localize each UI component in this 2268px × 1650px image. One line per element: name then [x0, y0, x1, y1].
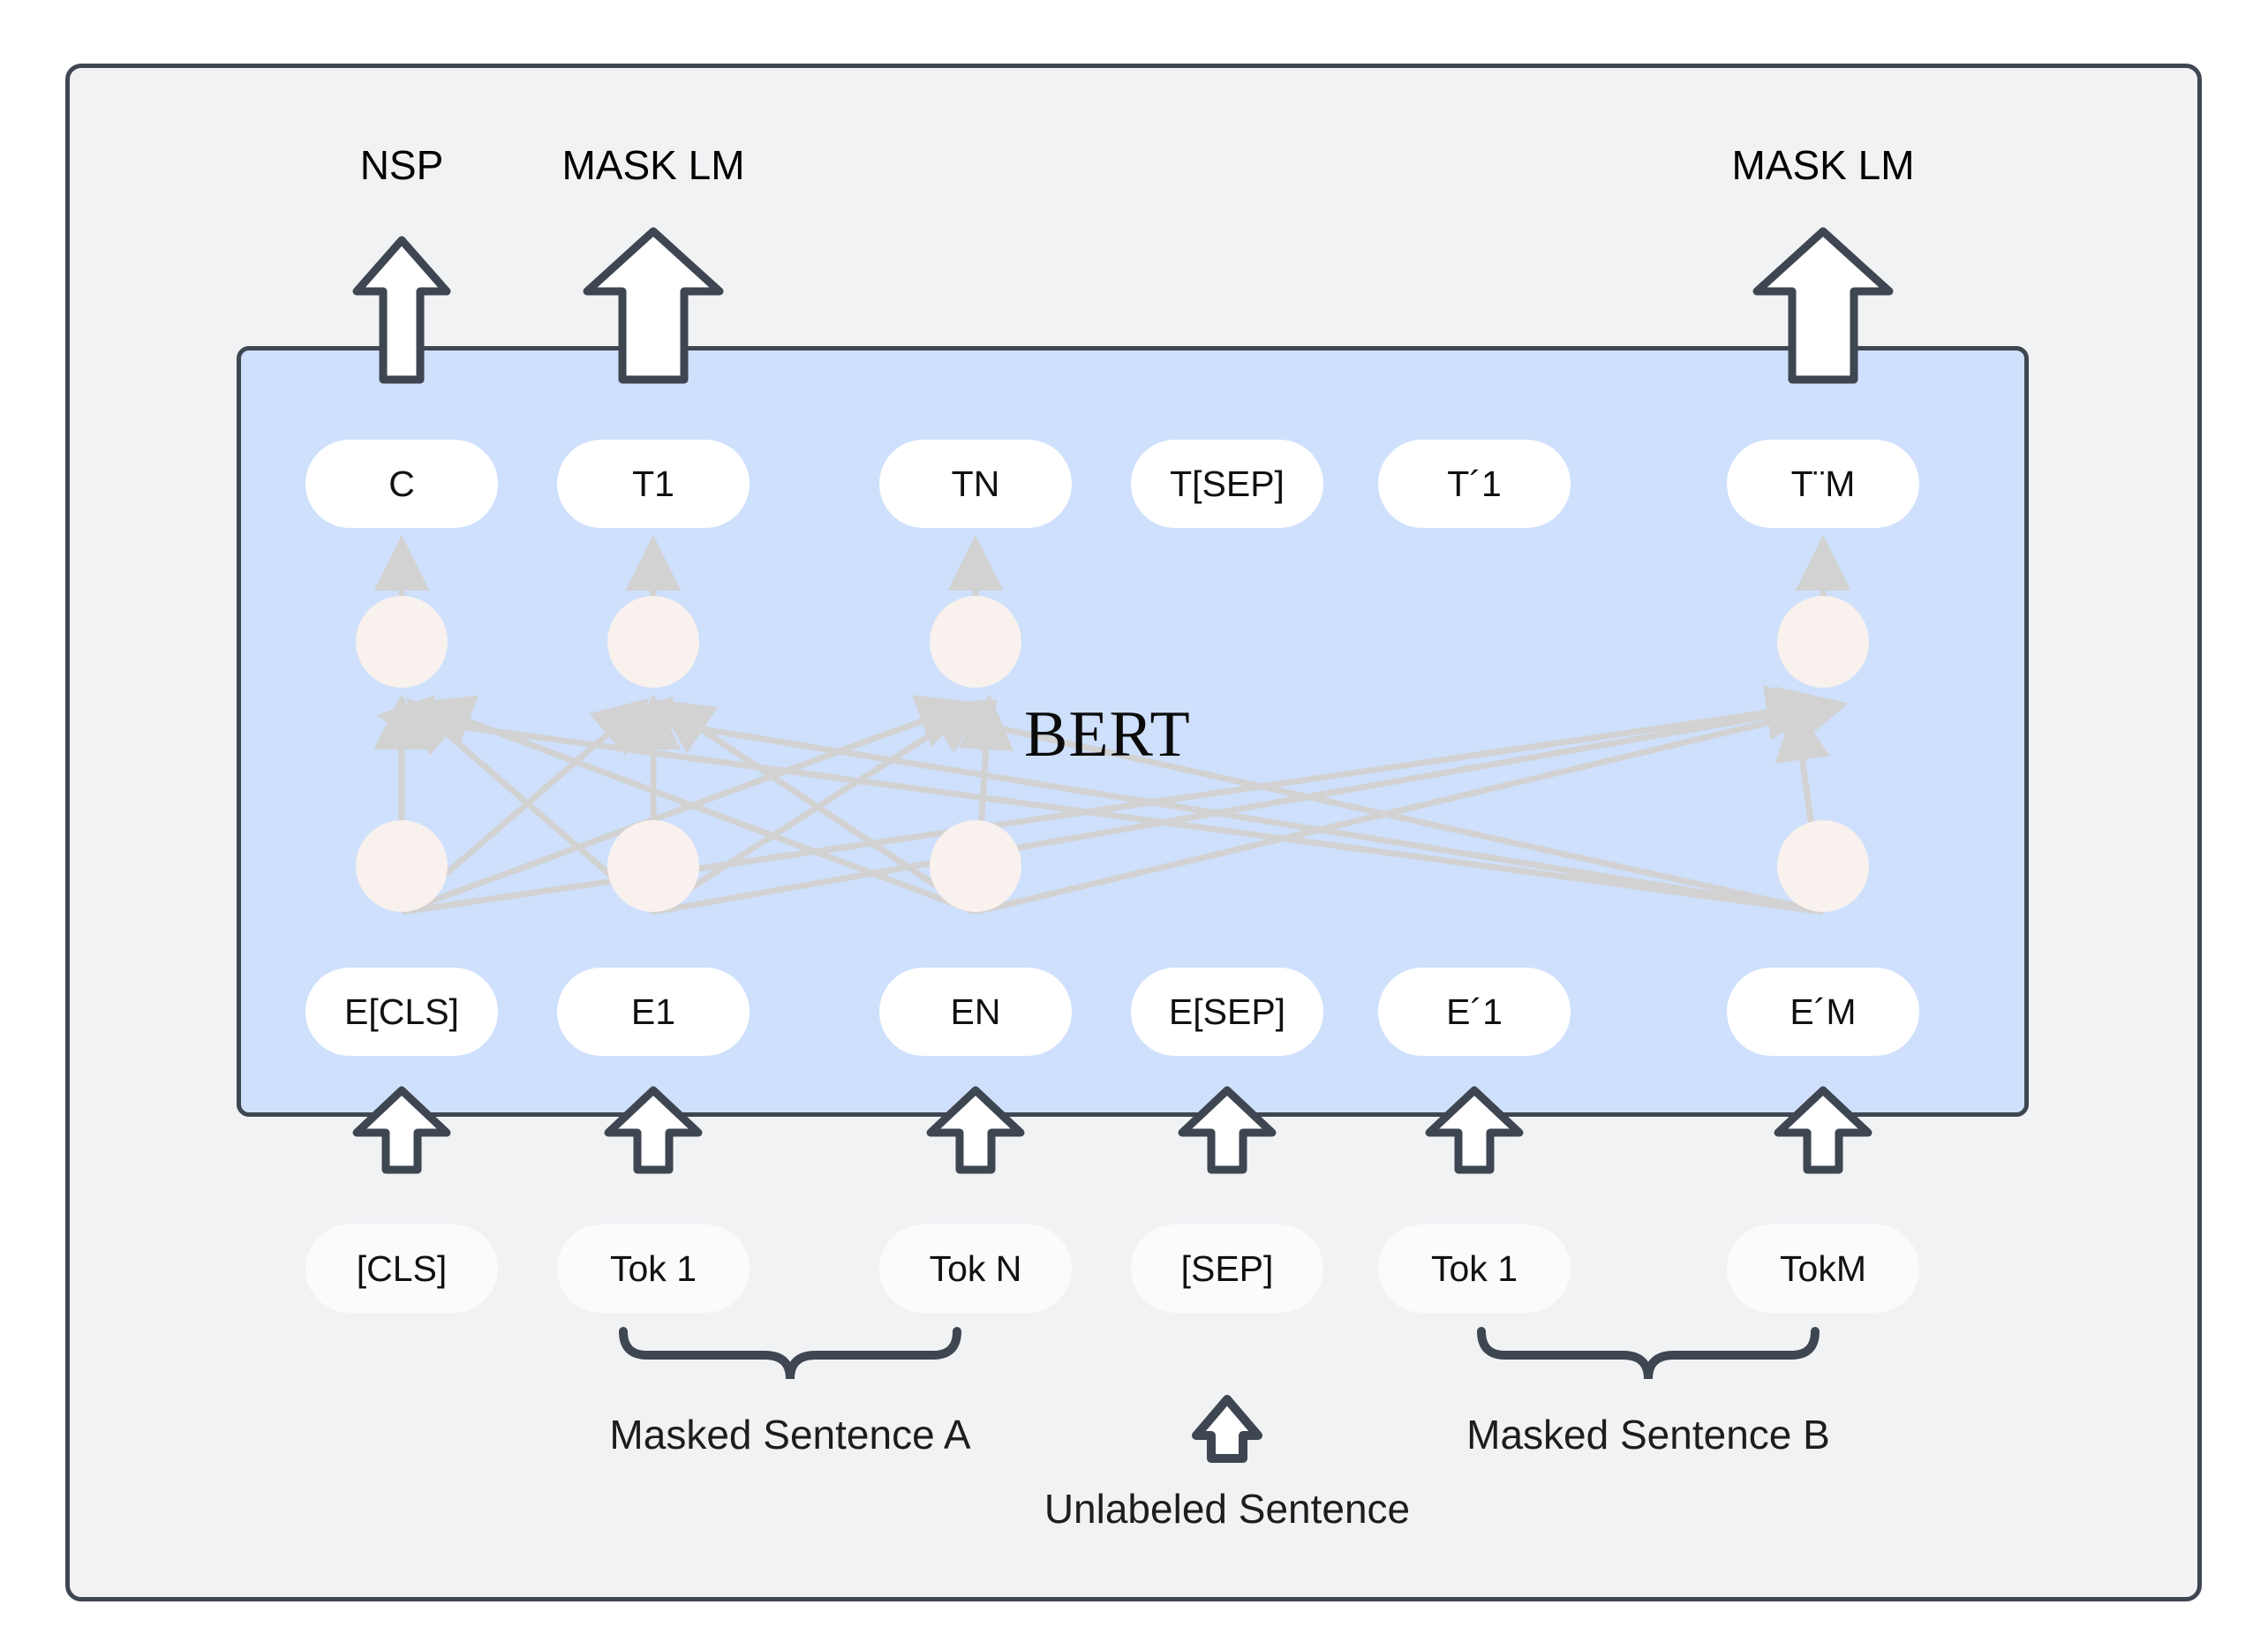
token-node-tokn: Tok N: [879, 1224, 1072, 1313]
output-node-tprimem: T¨M: [1727, 440, 1919, 528]
hidden-node-layer2-col2: [930, 596, 1021, 688]
output-node-tsep: T[SEP]: [1131, 440, 1323, 528]
hidden-node-layer2-col1: [607, 596, 699, 688]
token-node-tok1a: Tok 1: [557, 1224, 750, 1313]
embedding-node-eprime1: E´1: [1378, 968, 1571, 1056]
hidden-node-layer1-col5: [1777, 820, 1869, 912]
embedding-node-en: EN: [879, 968, 1072, 1056]
label-unlabeled-sentence: Unlabeled Sentence: [1044, 1486, 1411, 1532]
hidden-node-layer1-col2: [930, 820, 1021, 912]
output-node-tprime1: T´1: [1378, 440, 1571, 528]
hidden-node-layer2-col5: [1777, 596, 1869, 688]
hidden-node-layer2-col0: [356, 596, 448, 688]
token-node-tokm: TokM: [1727, 1224, 1919, 1313]
hidden-node-layer1-col0: [356, 820, 448, 912]
output-node-t1: T1: [557, 440, 750, 528]
label-masked-sentence-a: Masked Sentence A: [609, 1412, 971, 1458]
token-node-sep: [SEP]: [1131, 1224, 1323, 1313]
bert-label: BERT: [1024, 698, 1191, 771]
label-masked-sentence-b: Masked Sentence B: [1466, 1412, 1830, 1458]
token-node-cls: [CLS]: [305, 1224, 498, 1313]
output-node-tn: TN: [879, 440, 1072, 528]
embedding-node-e1: E1: [557, 968, 750, 1056]
hidden-node-layer1-col1: [607, 820, 699, 912]
output-node-c: C: [305, 440, 498, 528]
task-label-mask-lm-a: MASK LM: [561, 142, 745, 188]
task-label-nsp: NSP: [359, 142, 444, 188]
embedding-node-esep: E[SEP]: [1131, 968, 1323, 1056]
embedding-node-eprimem: E´M: [1727, 968, 1919, 1056]
task-label-mask-lm-b: MASK LM: [1731, 142, 1915, 188]
embedding-node-ecls: E[CLS]: [305, 968, 498, 1056]
token-node-tok1b: Tok 1: [1378, 1224, 1571, 1313]
